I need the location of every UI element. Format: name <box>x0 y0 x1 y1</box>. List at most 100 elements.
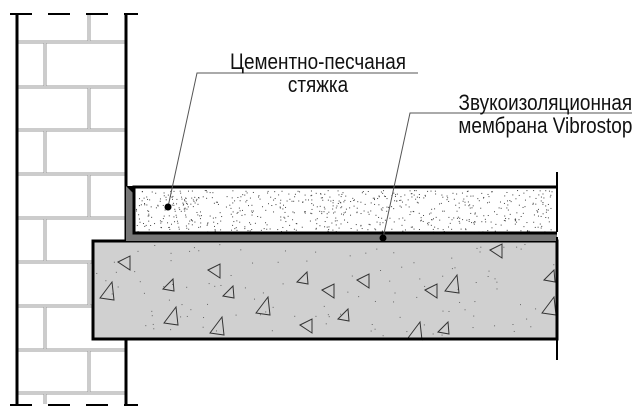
screed-speck <box>147 210 149 212</box>
screed-speck <box>244 228 246 230</box>
screed-speck <box>162 218 164 220</box>
screed-speck <box>232 211 234 213</box>
screed-speck <box>335 224 337 226</box>
screed-speck <box>258 195 260 197</box>
screed-speck <box>244 226 246 228</box>
screed-speck <box>249 222 251 224</box>
screed-speck <box>293 200 295 202</box>
screed-speck <box>155 192 157 194</box>
screed-speck <box>249 230 251 232</box>
screed-speck <box>163 215 165 217</box>
concrete-speck <box>143 292 145 294</box>
screed-speck <box>192 220 194 222</box>
screed-speck <box>322 197 324 199</box>
screed-speck <box>499 201 501 203</box>
screed-speck <box>197 203 199 205</box>
screed-speck <box>199 218 201 220</box>
concrete-speck <box>479 251 481 253</box>
screed-speck <box>540 196 542 198</box>
concrete-speck <box>441 334 443 336</box>
concrete-speck <box>351 275 353 277</box>
concrete-speck <box>340 313 342 315</box>
screed-speck <box>378 196 380 198</box>
screed-speck <box>310 212 312 214</box>
screed-speck <box>172 202 174 204</box>
screed-speck <box>168 227 170 229</box>
screed-speck <box>206 224 208 226</box>
screed-speck <box>167 222 169 224</box>
screed-speck <box>178 228 180 230</box>
screed-speck <box>451 219 453 221</box>
screed-speck <box>404 229 406 231</box>
screed-speck <box>347 221 349 223</box>
screed-speck <box>344 219 346 221</box>
screed-speck <box>213 221 215 223</box>
concrete-speck <box>496 288 498 290</box>
screed-speck <box>365 193 367 195</box>
screed-speck <box>332 205 334 207</box>
screed-speck <box>524 206 526 208</box>
screed-speck <box>205 190 207 192</box>
screed-speck <box>292 211 294 213</box>
screed-speck <box>504 220 506 222</box>
screed-speck <box>522 212 524 214</box>
screed-speck <box>267 203 269 205</box>
screed-speck <box>368 223 370 225</box>
screed-speck <box>411 193 413 195</box>
screed-speck <box>507 209 509 211</box>
concrete-speck <box>472 327 474 329</box>
screed-speck <box>176 220 178 222</box>
screed-speck <box>181 196 183 198</box>
screed-speck <box>404 219 406 221</box>
screed-speck <box>472 205 474 207</box>
screed-speck <box>353 200 355 202</box>
screed-speck <box>527 230 529 232</box>
screed-speck <box>439 219 441 221</box>
screed-speck <box>250 223 252 225</box>
screed-speck <box>141 200 143 202</box>
membrane-edge-black <box>126 186 133 193</box>
screed-speck <box>529 196 531 198</box>
screed-speck <box>184 200 186 202</box>
screed-speck <box>367 191 369 193</box>
screed-speck <box>285 221 287 223</box>
screed-speck <box>252 191 254 193</box>
concrete-speck <box>494 278 496 280</box>
screed-speck <box>315 192 317 194</box>
screed-speck <box>428 222 430 224</box>
screed-speck <box>427 224 429 226</box>
screed-speck <box>277 229 279 231</box>
screed-speck <box>226 196 228 198</box>
screed-speck <box>543 197 545 199</box>
screed-speck <box>260 216 262 218</box>
screed-speck <box>434 208 436 210</box>
screed-speck <box>209 215 211 217</box>
screed-speck <box>335 217 337 219</box>
concrete-speck <box>186 286 188 288</box>
screed-speck <box>490 221 492 223</box>
screed-speck <box>416 196 418 198</box>
concrete-speck <box>513 330 515 332</box>
screed-speck <box>315 227 317 229</box>
screed-speck <box>331 222 333 224</box>
concrete-speck <box>153 328 155 330</box>
screed-speck <box>266 224 268 226</box>
screed-speck <box>487 215 489 217</box>
screed-speck <box>405 204 407 206</box>
screed-speck <box>282 226 284 228</box>
screed-speck <box>420 217 422 219</box>
screed-speck <box>435 193 437 195</box>
screed-speck <box>159 198 161 200</box>
screed-speck <box>236 229 238 231</box>
screed-speck <box>231 197 233 199</box>
screed-speck <box>446 195 448 197</box>
screed-speck <box>151 191 153 193</box>
screed-speck <box>322 199 324 201</box>
screed-speck <box>344 199 346 201</box>
concrete-speck <box>327 314 329 316</box>
screed-speck <box>465 228 467 230</box>
screed-speck <box>500 207 502 209</box>
screed-speck <box>211 197 213 199</box>
screed-speck <box>434 190 436 192</box>
